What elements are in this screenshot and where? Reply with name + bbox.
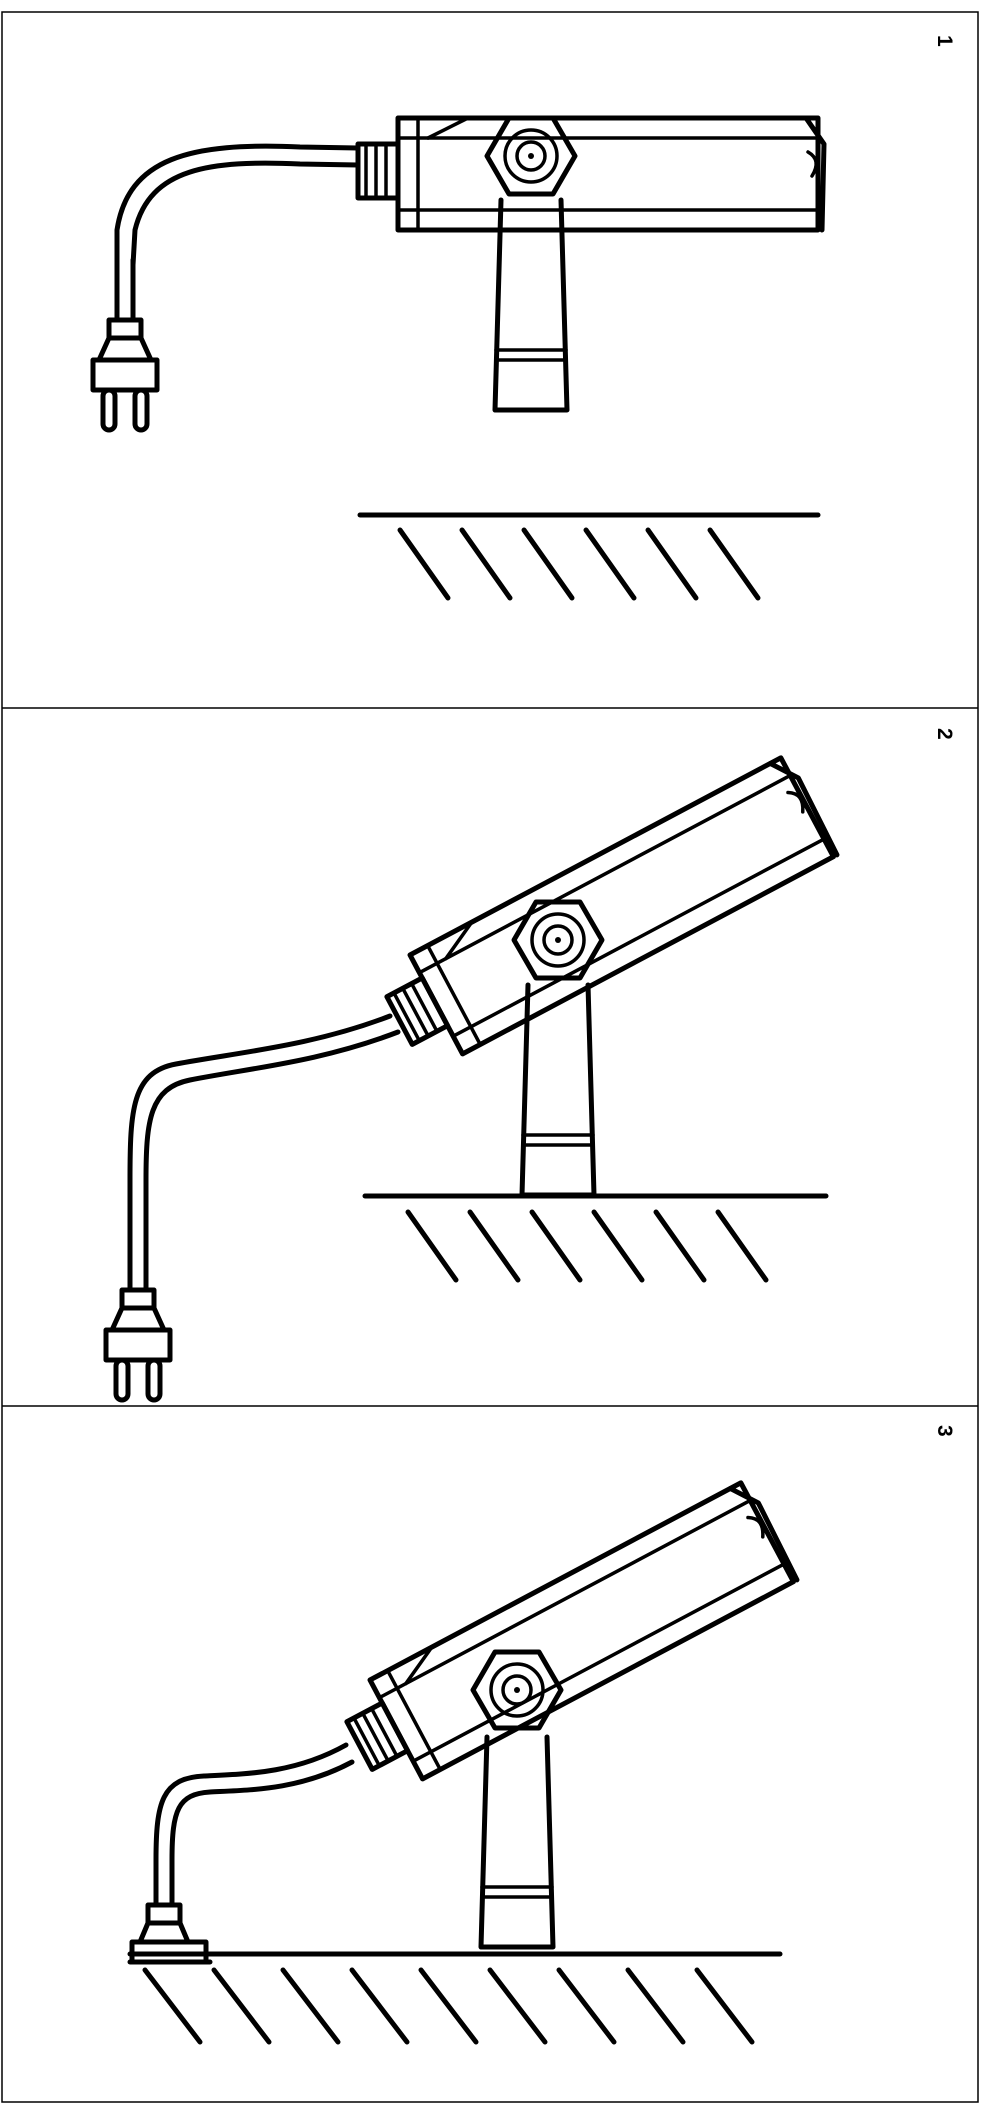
plug-3: [127, 1887, 213, 1965]
plug-2: [106, 1230, 170, 1400]
cable: [143, 1029, 401, 1238]
panel-1: 1: [93, 35, 956, 601]
panel-number: 1: [933, 35, 956, 47]
ground-2: [362, 1193, 829, 1283]
cable: [127, 1013, 393, 1238]
cable: [130, 160, 361, 268]
cable: [153, 1742, 349, 1893]
plug-1: [93, 260, 157, 430]
lamp-2: [375, 755, 839, 1195]
panel-2: 2: [106, 728, 956, 1400]
cable: [114, 143, 361, 268]
lamp-1: [358, 118, 824, 410]
panel-number: 2: [933, 728, 956, 740]
diagram-frame: [1, 11, 979, 2103]
panel-number: 3: [933, 1425, 956, 1437]
cable: [169, 1759, 355, 1893]
lamp-3: [335, 1480, 799, 1947]
ground-1: [357, 512, 821, 601]
panel-3: 3: [127, 1425, 956, 2045]
ground-3: [127, 1951, 783, 2045]
